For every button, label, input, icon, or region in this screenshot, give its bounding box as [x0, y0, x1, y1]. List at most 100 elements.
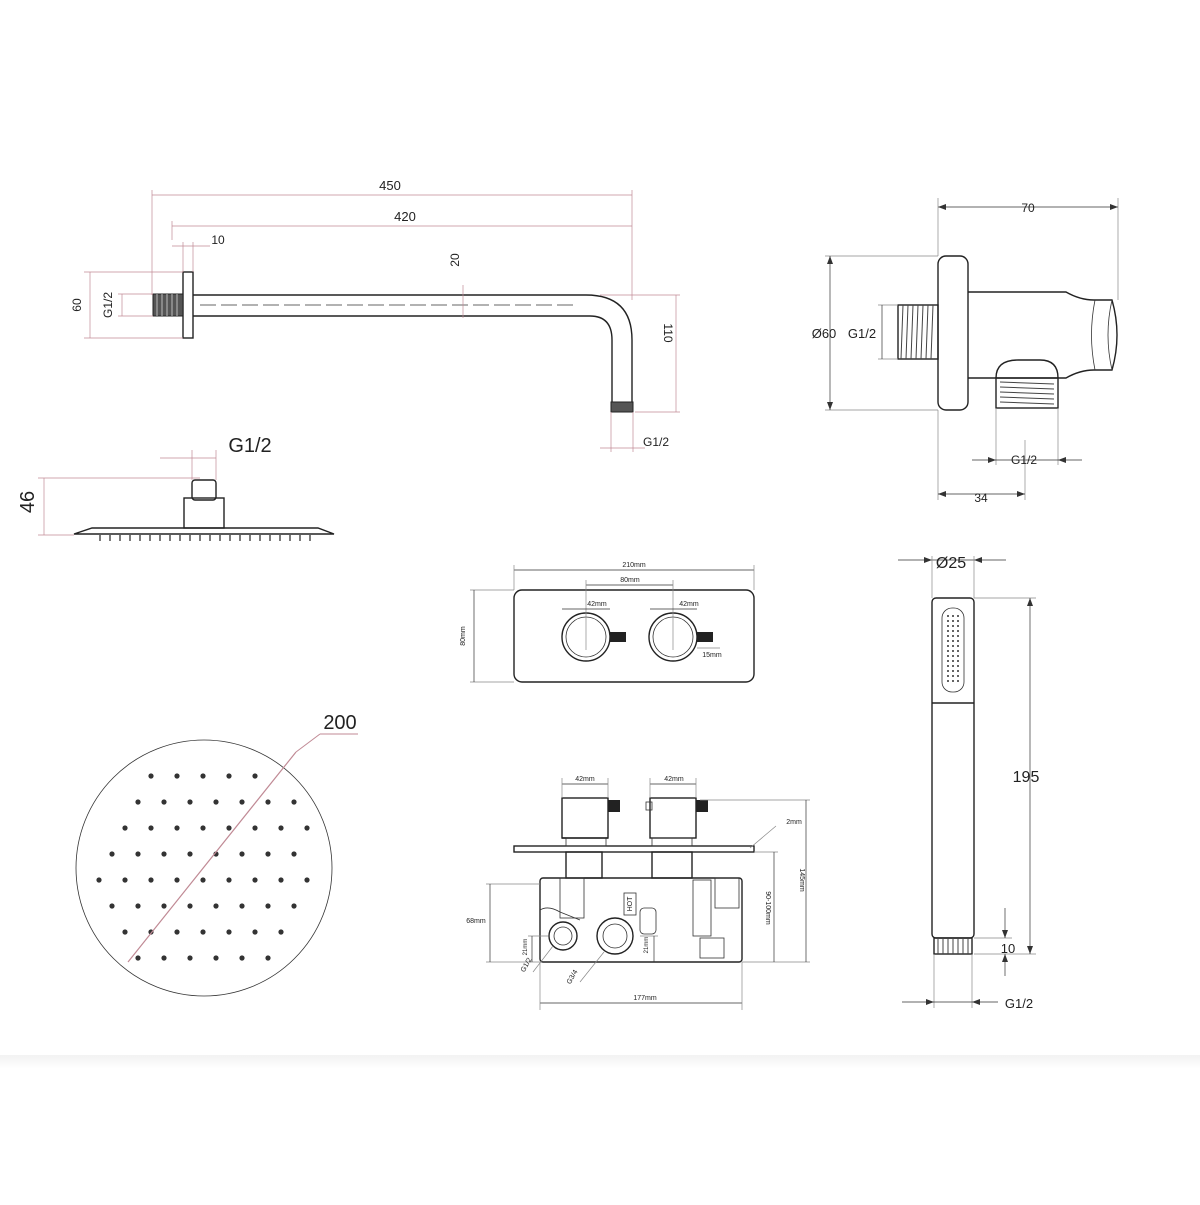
spray-hole [957, 625, 959, 627]
spray-hole [957, 640, 959, 642]
adjust-range: 90-100mm [764, 891, 771, 925]
valve-side-drawing: HOT 42mm 42mm 2mm 145mm 90-100mm 68mm 21… [466, 776, 810, 1010]
spray-hole [947, 620, 949, 622]
spray-hole [947, 665, 949, 667]
spray-hole [947, 675, 949, 677]
spray-hole [952, 615, 954, 617]
nozzle-dot [109, 903, 115, 909]
nozzle-dot [200, 773, 206, 779]
nozzle-dot [226, 825, 232, 831]
spray-hole [947, 645, 949, 647]
body-height: 68mm [466, 918, 486, 925]
spray-hole [952, 620, 954, 622]
arm-outlet-thread: G1/2 [643, 435, 669, 449]
outlet-flange-diameter: Ø60 [812, 326, 837, 341]
nozzle-dot [161, 955, 167, 961]
spray-hole [952, 650, 954, 652]
spray-hole [947, 650, 949, 652]
side-left-handle: 42mm [575, 776, 595, 783]
hand-shower-length: 195 [1013, 769, 1040, 786]
nozzle-dot [135, 799, 141, 805]
nozzle-dot [122, 877, 128, 883]
shower-arm-drawing: 450 420 10 20 60 G1/2 110 G1/2 [70, 178, 680, 452]
nozzle-dot [135, 903, 141, 909]
flange-height: 60 [70, 298, 84, 312]
nozzle-dot [122, 825, 128, 831]
valve-front-drawing: 210mm 80mm 42mm 42mm 15mm 80mm [460, 562, 755, 683]
nozzle-dot [265, 955, 271, 961]
spray-hole [952, 630, 954, 632]
outlet-width: 70 [1021, 201, 1035, 215]
hand-shower-thread: G1/2 [1005, 996, 1033, 1011]
spray-hole [957, 655, 959, 657]
nozzle-dot [239, 903, 245, 909]
nozzle-dot [252, 877, 258, 883]
nozzle-dot [213, 955, 219, 961]
nozzle-dot [239, 955, 245, 961]
nozzle-dot [187, 903, 193, 909]
spray-hole [947, 660, 949, 662]
spray-hole [947, 655, 949, 657]
nozzle-dot [265, 799, 271, 805]
nozzle-dot [278, 825, 284, 831]
nozzle-dot [252, 825, 258, 831]
spray-hole [957, 645, 959, 647]
wall-outlet-drawing: 70 Ø60 G1/2 G1/2 34 [812, 198, 1119, 505]
shower-head-side-drawing: G1/2 46 [17, 435, 335, 541]
spray-hole [957, 620, 959, 622]
handle-spacing: 80mm [620, 577, 640, 584]
nozzle-dot [200, 825, 206, 831]
spray-hole [947, 625, 949, 627]
nozzle-dot [109, 851, 115, 857]
hand-shower-drawing: Ø25 195 10 G1/2 [898, 555, 1039, 1011]
spray-hole [947, 615, 949, 617]
overall-depth: 145mm [798, 868, 805, 892]
nozzle-dot [291, 799, 297, 805]
nozzle-dot [304, 825, 310, 831]
head-side-thread: G1/2 [228, 435, 271, 457]
head-side-height: 46 [17, 491, 39, 513]
outlet-offset: 34 [974, 491, 988, 505]
nozzle-dot [187, 851, 193, 857]
nozzle-dot [213, 799, 219, 805]
spray-hole [957, 660, 959, 662]
nozzle-dot [161, 903, 167, 909]
nozzle-dot [187, 955, 193, 961]
spray-hole [957, 635, 959, 637]
nozzle-dot [135, 955, 141, 961]
arm-overall-length: 450 [379, 178, 401, 193]
spray-hole [957, 630, 959, 632]
front-left-handle: 42mm [587, 601, 607, 608]
body-width: 177mm [633, 995, 657, 1002]
nozzle-dot [278, 929, 284, 935]
inlet-left-thread: G1/2 [520, 957, 534, 974]
inlet-right-thread: G3/4 [566, 969, 580, 986]
nozzle-dot [96, 877, 102, 883]
spray-hole [957, 650, 959, 652]
nozzle-dot [252, 773, 258, 779]
nozzle-dot [161, 799, 167, 805]
outlet-inlet-thread: G1/2 [848, 326, 876, 341]
hand-shower-thread-length: 10 [1001, 941, 1015, 956]
spray-hole [952, 670, 954, 672]
nozzle-dot [239, 851, 245, 857]
spray-hole [952, 640, 954, 642]
spray-hole [947, 640, 949, 642]
tube-diameter: 20 [448, 253, 462, 267]
nozzle-dot [135, 851, 141, 857]
spray-hole [957, 680, 959, 682]
nozzle-dot [226, 877, 232, 883]
nozzle-dot [161, 851, 167, 857]
nozzle-dot [226, 773, 232, 779]
nozzle-dot [148, 825, 154, 831]
outlet-thread: G1/2 [1011, 453, 1037, 467]
spray-hole [957, 665, 959, 667]
shower-head-top-drawing: 200 [75, 712, 358, 997]
page-footer-band [0, 1055, 1200, 1200]
plate-thickness: 2mm [786, 819, 802, 826]
nozzle-dot [148, 877, 154, 883]
nozzle-dot [200, 877, 206, 883]
spray-hole [952, 645, 954, 647]
spray-hole [952, 625, 954, 627]
spray-hole [957, 615, 959, 617]
